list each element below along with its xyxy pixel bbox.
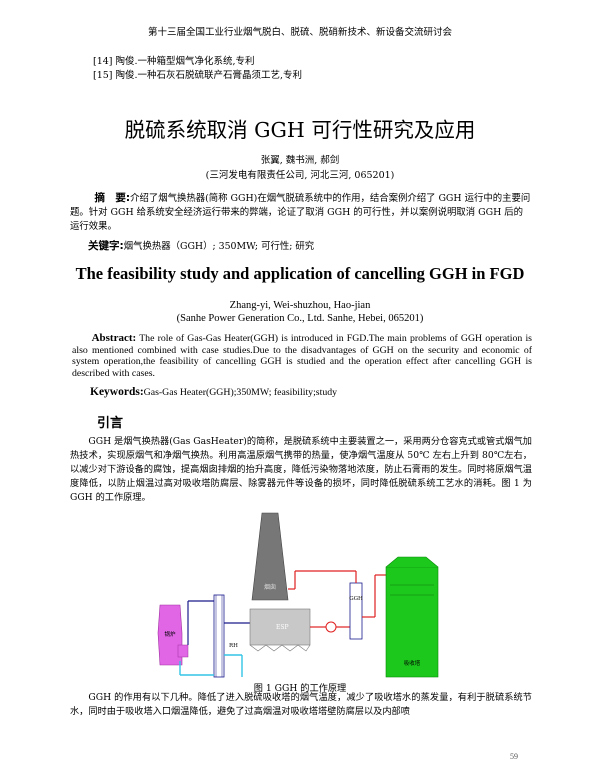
ggh-principle-figure: 烟囱 锅炉 RH ESP GGH 吸收塔 [157, 512, 439, 678]
ggh-unit [349, 582, 363, 640]
esp-shape [249, 608, 311, 646]
english-abstract-text: The role of Gas-Gas Heater(GGH) is intro… [72, 333, 532, 379]
boiler-label: 锅炉 [164, 630, 176, 638]
english-keywords-text: Gas-Gas Heater(GGH);350MW; feasibility;s… [143, 387, 338, 398]
chinese-affiliation: (三河发电有限责任公司, 河北三河, 065201) [205, 170, 395, 181]
figure-caption: 图 1 GGH 的工作原理 [253, 683, 347, 694]
english-affiliation: (Sanhe Power Generation Co., Ltd. Sanhe,… [176, 313, 424, 324]
rh-heater [213, 594, 225, 678]
reference-list: [14] 陶俊.一种箱型烟气净化系统,专利 [15] 陶俊.一种石灰石脱硫联产石… [93, 55, 302, 82]
boiler-duct [177, 644, 189, 658]
chinese-abstract-text: 介绍了烟气换热器(简称 GGH)在烟气脱硫系统中的作用，结合案例介绍了 GGH … [70, 193, 531, 232]
body-paragraph: GGH 的作用有以下几种。降低了进入脱硫吸收塔的烟气温度，减少了吸收塔水的蒸发量… [70, 692, 532, 718]
chinese-abstract: 摘 要:介绍了烟气换热器(简称 GGH)在烟气脱硫系统中的作用，结合案例介绍了 … [70, 191, 532, 234]
reference-item: [15] 陶俊.一种石灰石脱硫联产石膏晶须工艺,专利 [93, 69, 303, 81]
chinese-keywords-text: 烟气换热器（GGH）; 350MW; 可行性; 研究 [123, 241, 315, 252]
fan-icon [325, 621, 337, 633]
chinese-abstract-label: 摘 要: [94, 192, 131, 204]
english-keywords: Keywords:Gas-Gas Heater(GGH);350MW; feas… [90, 386, 337, 398]
chimney-label: 烟囱 [264, 583, 276, 591]
chinese-author-block: 张翼, 魏书洲, 郝剑 (三河发电有限责任公司, 河北三河, 065201) [0, 153, 600, 183]
boiler-shape [157, 604, 183, 666]
english-abstract-label: Abstract: [91, 332, 137, 344]
absorber-top [385, 556, 439, 568]
esp-label: ESP [276, 624, 289, 631]
chinese-title: 脱硫系统取消 GGH 可行性研究及应用 [124, 118, 476, 142]
page-number: 59 [510, 752, 518, 761]
absorber-label: 吸收塔 [404, 659, 421, 667]
chimney-shape [251, 512, 289, 601]
chinese-keywords-label: 关键字: [88, 240, 124, 252]
chinese-authors: 张翼, 魏书洲, 郝剑 [260, 155, 340, 166]
english-title: The feasibility study and application of… [75, 264, 525, 283]
rh-label: RH [229, 643, 238, 649]
section-heading: 引言 [97, 416, 124, 431]
ggh-label: GGH [349, 596, 363, 602]
esp-hoppers [249, 644, 311, 652]
chinese-keywords: 关键字:烟气换热器（GGH）; 350MW; 可行性; 研究 [88, 238, 314, 253]
english-author-block: Zhang-yi, Wei-shuzhou, Hao-jian (Sanhe P… [0, 299, 600, 325]
running-header: 第十三届全国工业行业烟气脱白、脱硫、脱硝新技术、新设备交流研讨会 [147, 27, 452, 38]
reference-item: [14] 陶俊.一种箱型烟气净化系统,专利 [93, 56, 255, 67]
body-paragraph: GGH 是烟气换热器(Gas GasHeater)的简称，是脱硫系统中主要装置之… [70, 436, 532, 504]
english-keywords-label: Keywords: [90, 386, 144, 398]
absorber-tower [385, 566, 439, 678]
english-authors: Zhang-yi, Wei-shuzhou, Hao-jian [229, 300, 371, 311]
english-abstract: Abstract: The role of Gas-Gas Heater(GGH… [72, 332, 532, 379]
